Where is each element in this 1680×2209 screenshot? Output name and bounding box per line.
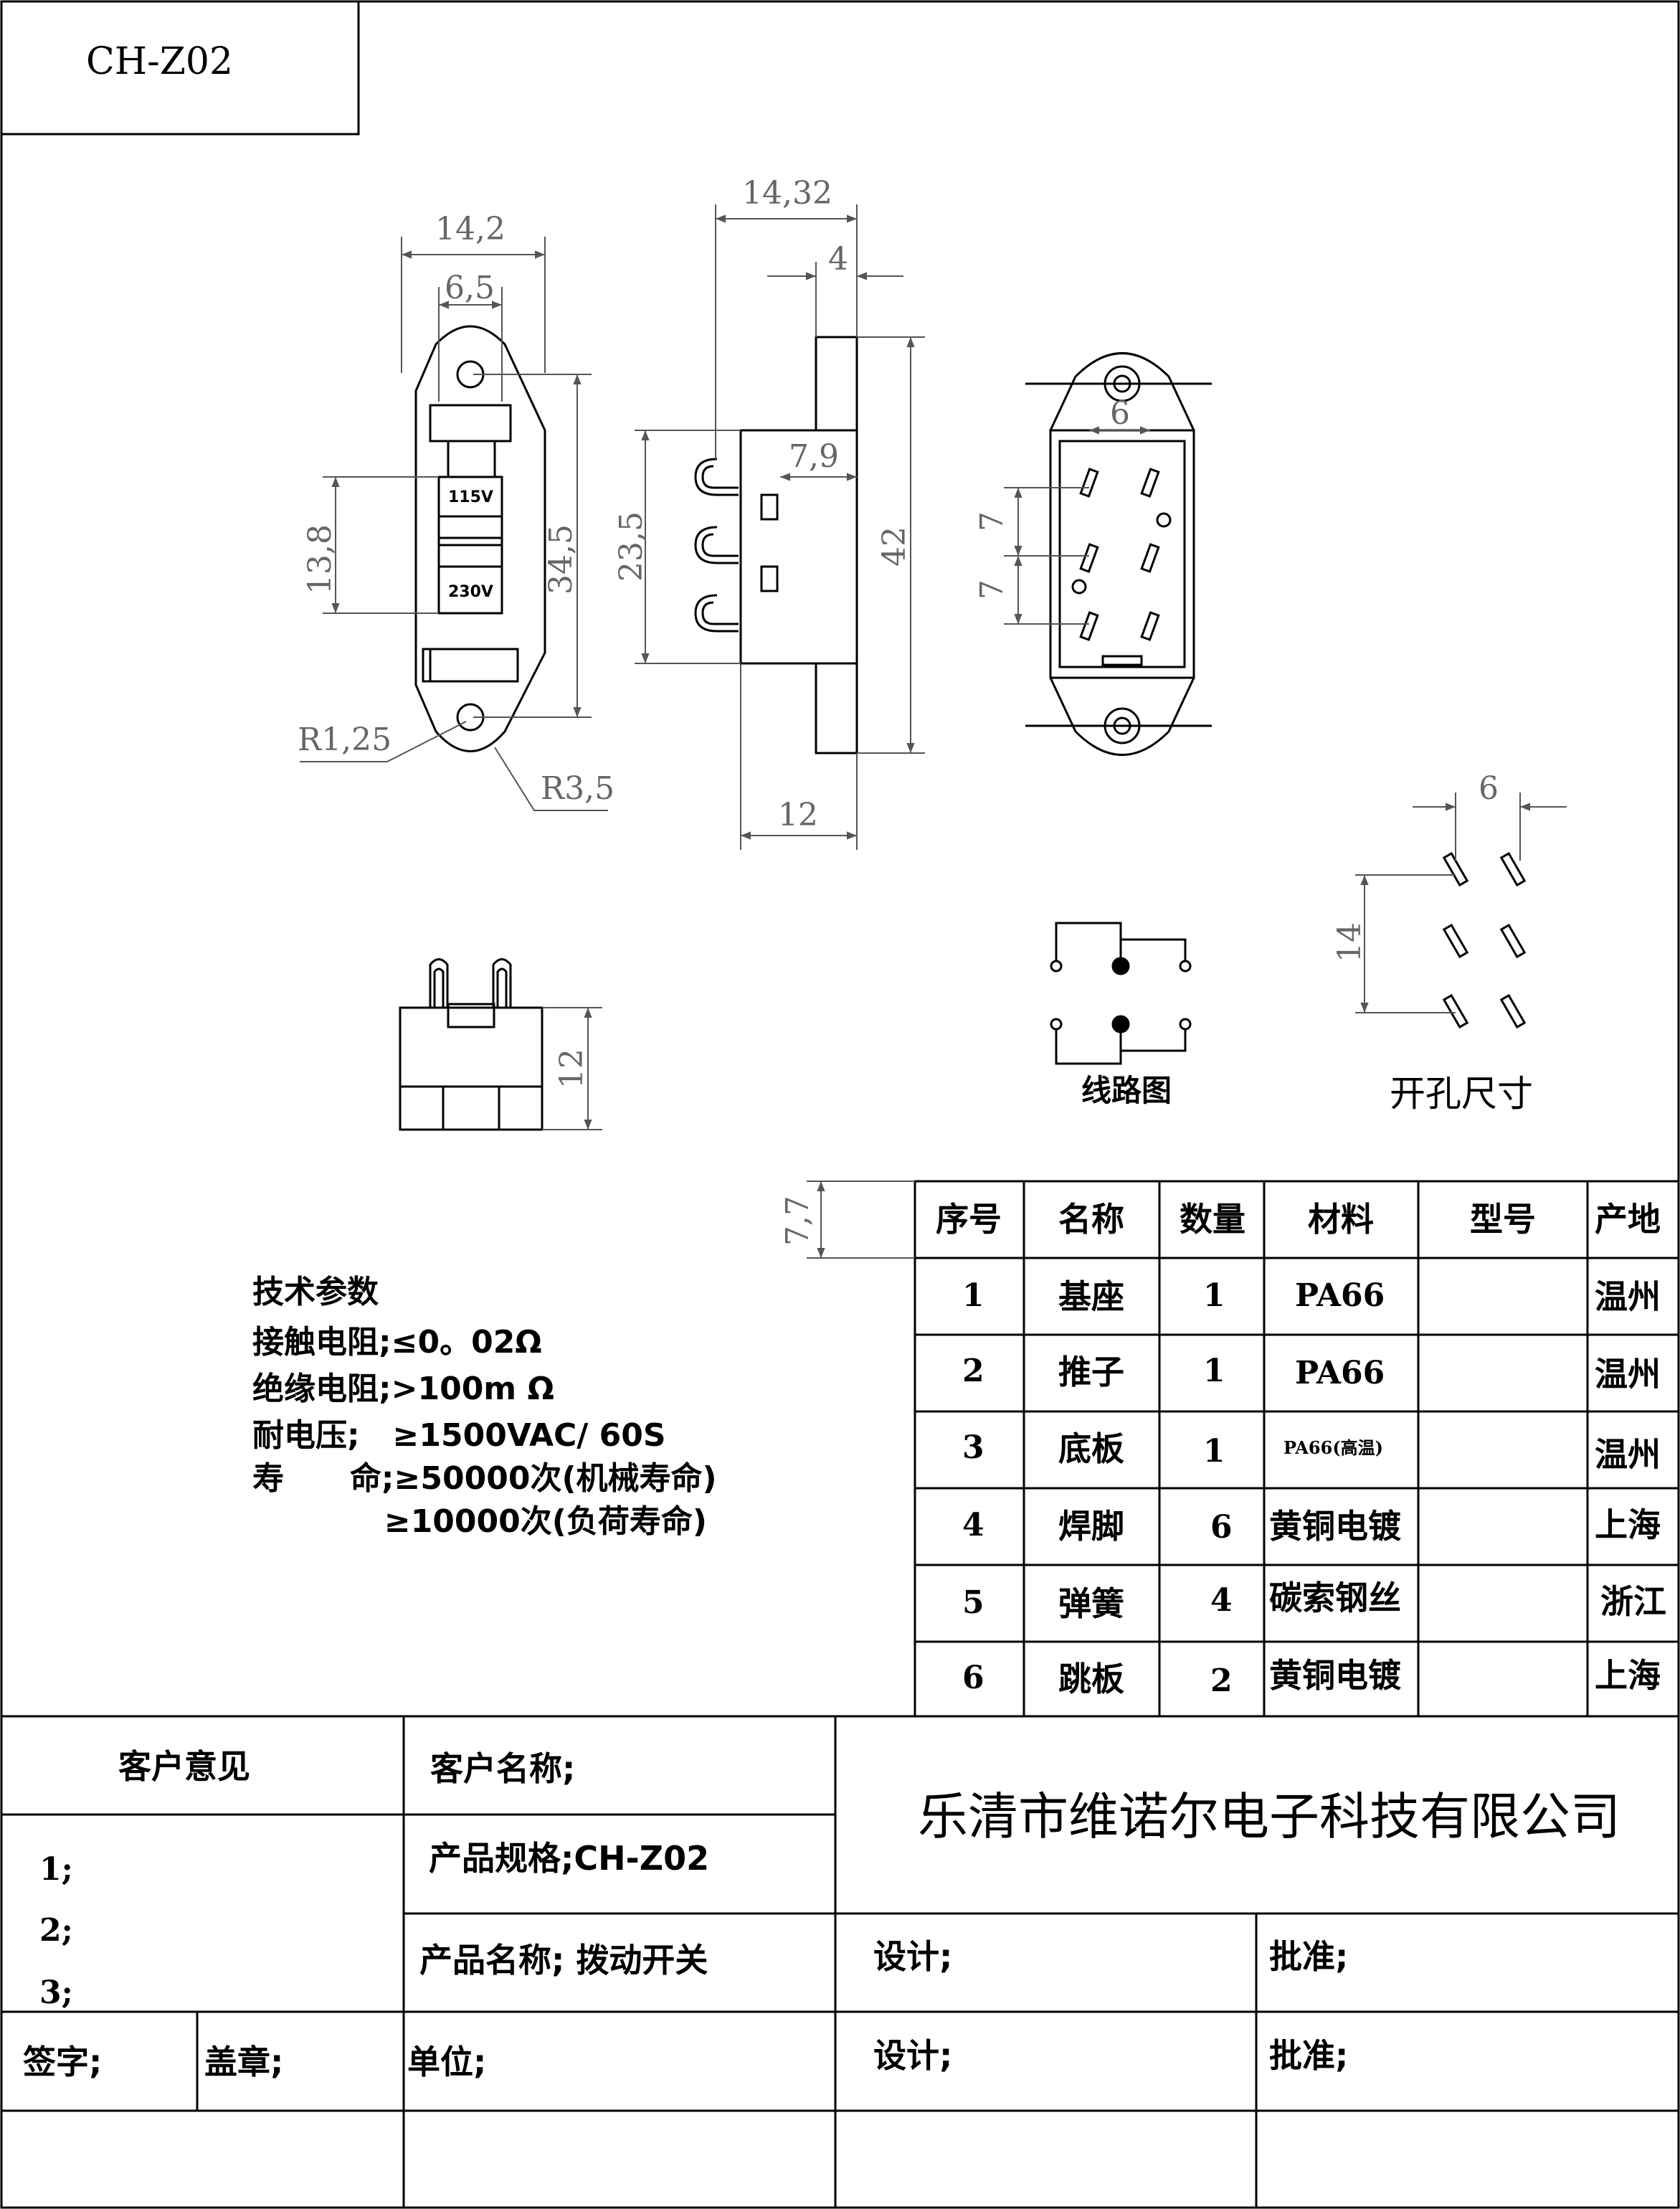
bom-cell-material: 黄铜电镀 <box>1269 1507 1401 1546</box>
dim-side-body-depth: 12 <box>778 797 818 833</box>
dim-back-pin-pitch-1: 7 <box>974 511 1010 531</box>
dim-front-hole-radius: R1,25 <box>298 722 392 758</box>
dim-front-inner-width: 6,5 <box>445 270 495 306</box>
bom-cell-index: 2 <box>962 1353 984 1389</box>
sign-label: 签字; <box>23 2043 103 2081</box>
product-spec-label: 产品规格;CH-Z02 <box>429 1839 710 1878</box>
customer-name-label: 客户名称; <box>430 1749 576 1788</box>
company-name: 乐清市维诺尔电子科技有限公司 <box>918 1787 1620 1846</box>
cutout-caption: 开孔尺寸 <box>1390 1073 1533 1115</box>
bottom-view <box>399 958 544 1131</box>
cutout-diagram <box>1442 851 1527 1029</box>
spec-line: 接触电阻;≤0。02Ω <box>252 1324 542 1361</box>
dim-front-hole-pitch: 34,5 <box>542 524 579 595</box>
front-view-dims <box>300 237 608 811</box>
label-230v: 230V <box>448 583 493 601</box>
bom-cell-index: 3 <box>962 1429 984 1466</box>
bom-cell-origin: 浙江 <box>1600 1582 1666 1621</box>
dim-table-row-height: 7,7 <box>779 1196 816 1246</box>
design-label-2: 设计; <box>873 2036 953 2075</box>
bom-cell-index: 6 <box>962 1660 984 1696</box>
bom-cell-material: 黄铜电镀 <box>1269 1656 1401 1695</box>
product-name-label: 产品名称; 拨动开关 <box>419 1941 708 1979</box>
spec-line: 绝缘电阻;>100m Ω <box>252 1371 554 1407</box>
bom-cell-material: PA66(高温) <box>1283 1437 1384 1458</box>
dim-back-pin-pitch-2: 7 <box>974 580 1010 600</box>
bom-header-quantity: 数量 <box>1180 1200 1245 1239</box>
cutout-dims <box>1355 793 1567 1013</box>
bom-cell-quantity: 1 <box>1203 1433 1225 1470</box>
circuit-caption: 线路图 <box>1081 1073 1172 1108</box>
title-block-grid <box>1 1715 1679 2208</box>
dim-side-body-height: 23,5 <box>612 511 650 582</box>
bom-cell-name: 跳板 <box>1058 1660 1124 1698</box>
specs-title: 技术参数 <box>252 1274 379 1310</box>
dim-front-width: 14,2 <box>435 211 506 247</box>
seal-label: 盖章; <box>204 2043 284 2081</box>
bom-cell-origin: 上海 <box>1595 1505 1661 1544</box>
dim-front-end-radius: R3,5 <box>541 770 615 807</box>
design-label-1: 设计; <box>873 1937 953 1976</box>
approve-label-1: 批准; <box>1269 1937 1349 1976</box>
customer-opinion-label: 客户意见 <box>118 1747 250 1786</box>
approve-label-2: 批准; <box>1269 2036 1349 2075</box>
bom-cell-origin: 上海 <box>1595 1656 1661 1695</box>
front-view <box>414 325 546 752</box>
opinion-2: 2; <box>39 1912 73 1949</box>
back-view <box>1025 352 1212 756</box>
bom-header-origin: 产地 <box>1595 1200 1661 1239</box>
bom-cell-index: 5 <box>962 1584 984 1621</box>
bom-cell-material: 碳索钢丝 <box>1269 1579 1401 1617</box>
bom-cell-name: 推子 <box>1058 1353 1124 1391</box>
bom-cell-name: 弹簧 <box>1058 1584 1124 1623</box>
bottom-view-dims <box>542 1007 602 1130</box>
bom-cell-index: 4 <box>962 1507 984 1543</box>
bom-cell-index: 1 <box>962 1277 984 1314</box>
dim-side-flange: 4 <box>828 241 848 278</box>
spec-line: 寿 命;≥50000次(机械寿命) <box>252 1460 717 1497</box>
spec-line: ≥10000次(负荷寿命) <box>252 1503 707 1540</box>
bom-cell-quantity: 6 <box>1210 1509 1233 1546</box>
bom-cell-material: PA66 <box>1295 1277 1385 1314</box>
dim-side-height: 42 <box>876 526 913 567</box>
table-row-dim <box>807 1181 915 1259</box>
model-code-box <box>0 0 360 136</box>
dim-back-pin-span: 6 <box>1110 395 1130 432</box>
circuit-diagram <box>1050 922 1192 1065</box>
side-view <box>694 336 858 755</box>
bom-header-material: 材料 <box>1308 1200 1374 1239</box>
bom-cell-material: PA66 <box>1295 1355 1385 1391</box>
spec-line: 耐电压; ≥1500VAC/ 60S <box>252 1417 666 1454</box>
bom-cell-origin: 温州 <box>1595 1277 1661 1316</box>
dim-front-window-height: 13,8 <box>301 524 338 595</box>
bom-cell-origin: 温州 <box>1595 1435 1661 1474</box>
bom-header-model: 型号 <box>1470 1200 1536 1239</box>
unit-label: 单位; <box>407 2043 487 2081</box>
opinion-1: 1; <box>39 1851 73 1888</box>
dim-cutout-height: 14 <box>1332 922 1368 962</box>
dim-bottom-height: 12 <box>554 1049 590 1089</box>
dim-side-actuator: 7,9 <box>789 438 839 475</box>
opinion-3: 3; <box>39 1974 73 2011</box>
bom-header-index: 序号 <box>936 1200 1002 1239</box>
bom-cell-quantity: 1 <box>1203 1353 1225 1389</box>
model-code: CH-Z02 <box>86 40 234 83</box>
side-view-dims <box>635 204 925 850</box>
dim-side-total-depth: 14,32 <box>742 175 832 212</box>
bom-header-name: 名称 <box>1058 1200 1124 1239</box>
bom-cell-name: 底板 <box>1058 1429 1124 1468</box>
dim-cutout-width: 6 <box>1479 770 1499 807</box>
bom-cell-quantity: 1 <box>1203 1277 1225 1314</box>
bom-cell-name: 焊脚 <box>1058 1507 1124 1546</box>
bom-cell-origin: 温州 <box>1595 1355 1661 1394</box>
bom-cell-name: 基座 <box>1058 1277 1124 1316</box>
back-view-dims <box>1004 426 1150 625</box>
bom-cell-quantity: 2 <box>1210 1662 1233 1699</box>
label-115v: 115V <box>448 488 493 506</box>
bom-cell-quantity: 4 <box>1210 1582 1233 1619</box>
bom-table-grid <box>913 1180 1680 1718</box>
